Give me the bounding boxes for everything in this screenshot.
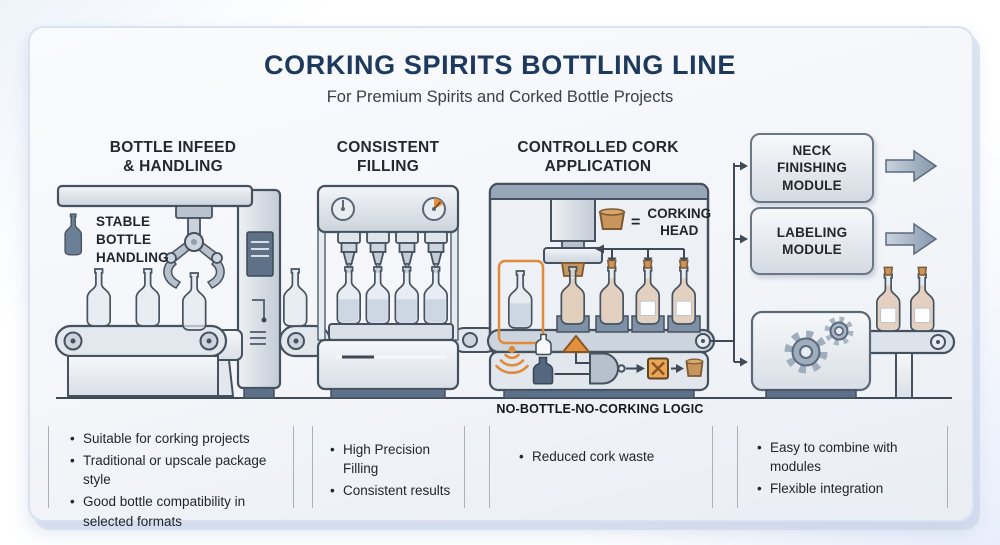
bottle-outline-icon xyxy=(535,333,552,356)
bottle-icon xyxy=(394,266,420,325)
no-cork-icon xyxy=(647,357,669,380)
feature-list-corking: Reduced cork waste xyxy=(489,426,713,508)
page-title: CORKING SPIRITS BOTTLING LINE xyxy=(264,50,736,80)
gear-icon xyxy=(824,316,854,346)
feature-item: Suitable for corking projects xyxy=(69,429,285,448)
sensor-icon xyxy=(495,346,529,375)
bottle-icon xyxy=(365,266,391,325)
stable-bottle-icon xyxy=(64,213,83,256)
logic-diagram xyxy=(495,333,704,385)
gear-icon xyxy=(784,330,828,374)
gauge-icon xyxy=(331,197,355,221)
corking-head-text: CORKING HEAD xyxy=(647,206,712,238)
section-heading-infeed: BOTTLE INFEED & HANDLING xyxy=(109,139,237,175)
bottle-icon xyxy=(181,272,207,331)
infeed-conveyor xyxy=(54,324,228,397)
feature-item: Reduced cork waste xyxy=(518,447,706,466)
feature-item: Easy to combine with modules xyxy=(756,438,941,476)
corking-machine xyxy=(486,182,716,399)
stable-bottle-label: STABLE BOTTLE HANDLING xyxy=(96,214,169,265)
filling-machine xyxy=(316,184,499,399)
bottle-icon xyxy=(135,268,161,327)
feature-list-modules: Easy to combine with modules Flexible in… xyxy=(737,426,948,508)
gauge-icon xyxy=(422,197,446,221)
bottle-solid-icon xyxy=(532,356,554,385)
integration-machine xyxy=(750,310,872,399)
feature-item: High Precision Filling xyxy=(329,440,458,478)
bottle-icon xyxy=(86,268,112,327)
section-heading-filling: CONSISTENT FILLING xyxy=(336,139,440,175)
logic-caption: NO-BOTTLE-NO-CORKING LOGIC xyxy=(496,402,704,416)
corking-head-label: = CORKING HEAD xyxy=(631,206,711,240)
logic-gate-icon xyxy=(589,352,619,385)
bottle-icon xyxy=(336,266,362,325)
feature-item: Traditional or upscale package style xyxy=(69,451,285,489)
feature-list-filling: High Precision Filling Consistent result… xyxy=(312,426,465,508)
bottle-icon xyxy=(875,266,901,332)
output-conveyor xyxy=(856,329,956,399)
gripper-icon xyxy=(163,205,225,289)
bottle-icon xyxy=(423,266,449,325)
infeed-machine xyxy=(54,184,332,399)
equals-sign: = xyxy=(631,214,641,231)
feature-item: Flexible integration xyxy=(756,479,941,498)
bottle-icon xyxy=(909,266,935,332)
cork-icon xyxy=(598,208,626,230)
flow-arrow-icon xyxy=(885,149,938,183)
page-subtitle: For Premium Spirits and Corked Bottle Pr… xyxy=(326,88,674,106)
feature-list-infeed: Suitable for corking projects Traditiona… xyxy=(48,426,294,529)
section-heading-corking: CONTROLLED CORK APPLICATION xyxy=(517,139,679,175)
module-neck-finishing: NECK FINISHING MODULE xyxy=(750,133,874,203)
connector-arrowheads xyxy=(740,161,748,367)
bottle-icon xyxy=(282,268,308,327)
feature-item: Consistent results xyxy=(329,481,458,500)
cork-icon xyxy=(685,358,704,377)
up-arrow-icon xyxy=(562,335,590,353)
flow-arrow-icon xyxy=(885,222,938,256)
module-labeling: LABELING MODULE xyxy=(750,207,874,275)
module-connector xyxy=(710,163,741,363)
sensor-highlight-box xyxy=(497,259,545,345)
feature-item: Good bottle compatibility in selected fo… xyxy=(69,492,285,530)
filling-nozzles xyxy=(337,231,448,273)
